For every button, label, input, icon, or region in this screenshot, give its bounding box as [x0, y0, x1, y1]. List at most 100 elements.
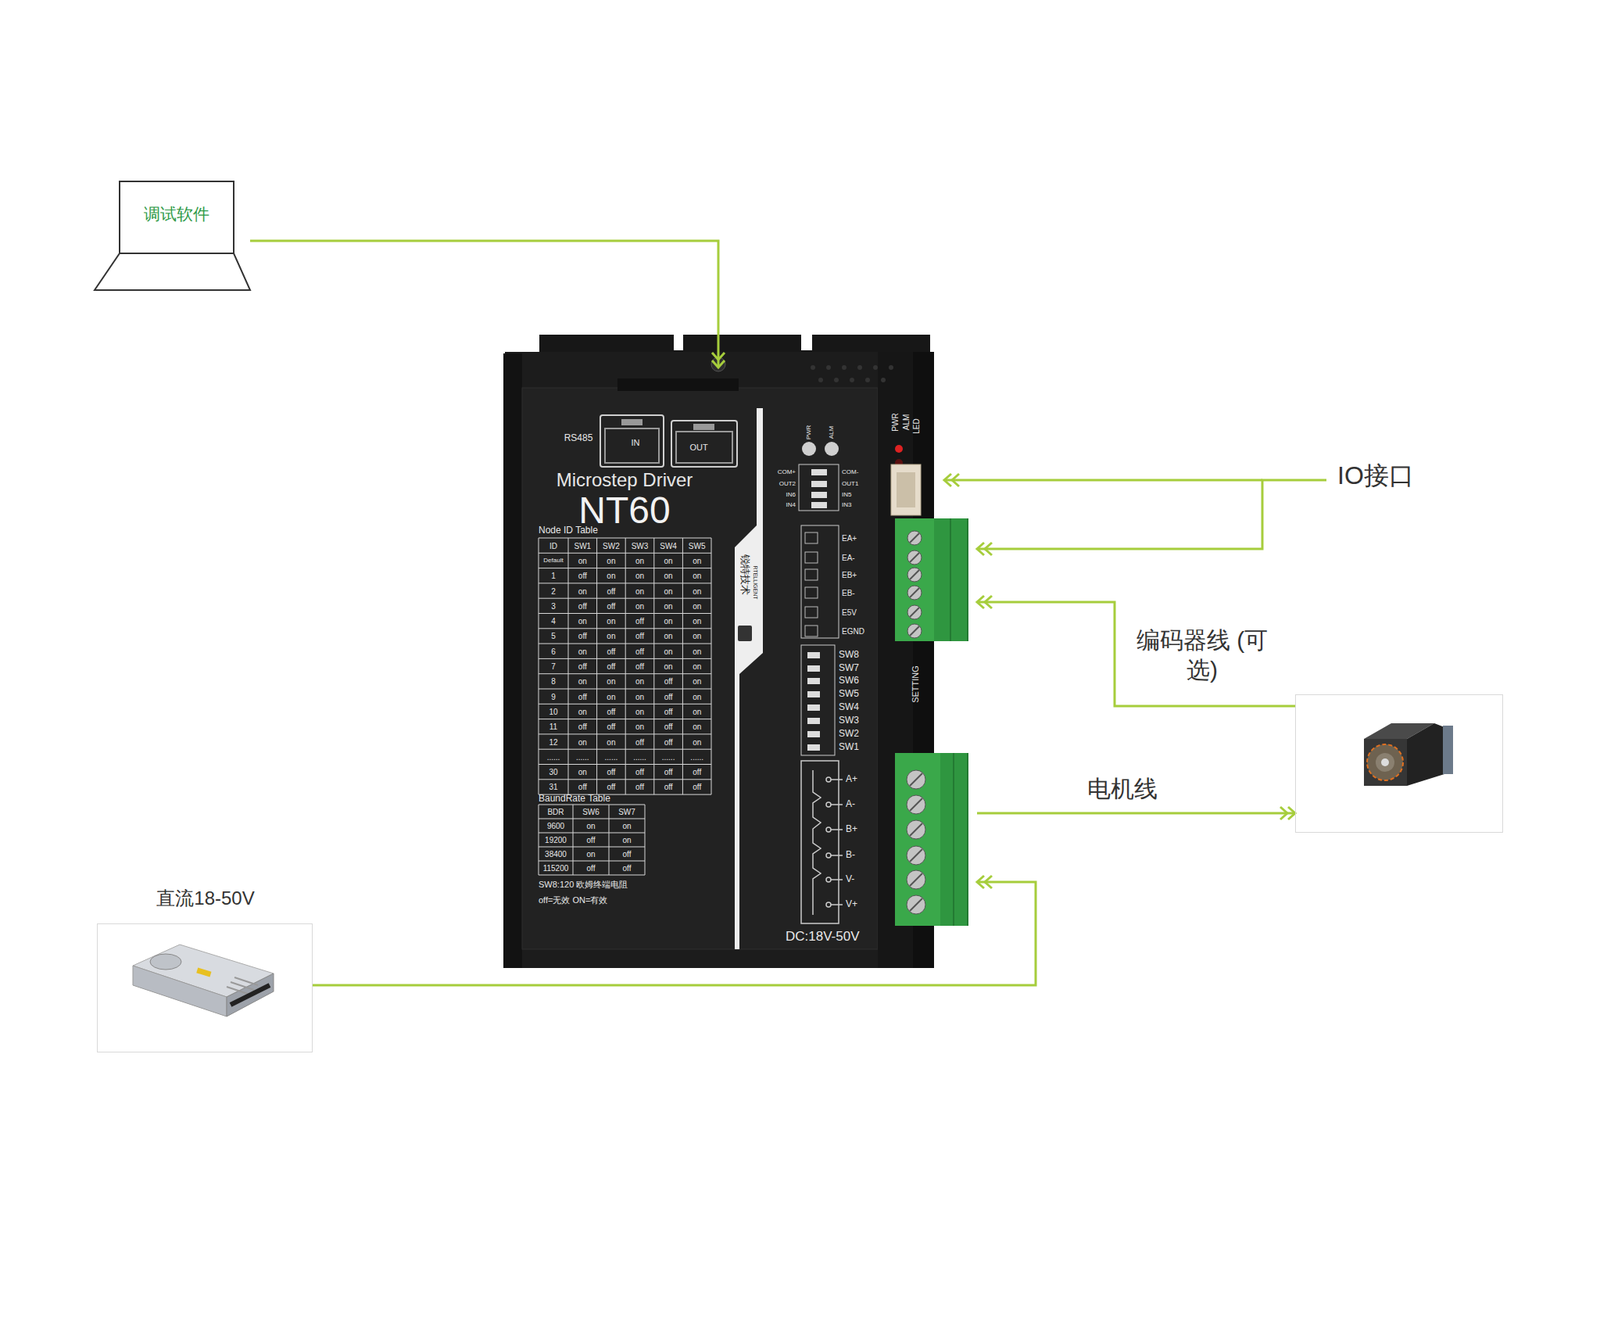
power-node: 直流18-50V: [96, 923, 313, 1053]
table-cell: BDR: [547, 807, 564, 817]
connector-line-part: [977, 479, 1327, 549]
led-label: PWR: [805, 425, 813, 441]
table-cell: ......: [662, 751, 676, 761]
power-supply-drawing-part: [150, 953, 182, 970]
io-label: IO接口: [1337, 461, 1452, 490]
connector-line: [977, 595, 1296, 706]
table-cell: SW2: [602, 540, 620, 550]
table-cell: on: [578, 737, 588, 746]
driver-body: [503, 334, 935, 968]
front-indicators: [801, 441, 903, 467]
motor-terminal-diagram-part: [826, 852, 831, 858]
table-cell: off: [635, 616, 645, 626]
table-cell: 8: [551, 676, 556, 686]
stepper-motor-drawing-part: [1442, 725, 1454, 774]
encoder-block-part: [805, 587, 818, 598]
pin-name: A+: [845, 773, 858, 784]
table-cell: on: [664, 631, 673, 641]
power-heading: 直流18-50V: [82, 887, 330, 909]
driver-body-part: [504, 351, 935, 968]
table-cell: 11: [549, 722, 558, 731]
setting-dip-part: [807, 744, 820, 751]
pin-name: B+: [845, 823, 858, 835]
driver-body-part: [834, 377, 839, 383]
io-dip-block-part: [811, 501, 827, 509]
table-cell: on: [692, 571, 702, 580]
driver-body-part: [818, 377, 824, 383]
motor-terminal-part: [953, 752, 968, 926]
pin-name: EB+: [841, 570, 857, 580]
connector-line-part: [312, 881, 1036, 985]
table-cell: off: [606, 767, 616, 777]
brand-logo: RTELLIGENT: [751, 565, 759, 599]
pin-name: COM-: [841, 468, 859, 477]
pin-name: E5V: [841, 608, 857, 617]
io-connector-part: [891, 464, 921, 516]
driver-node: Microstep DriverNT60: [503, 367, 978, 968]
driver-body-part: [841, 365, 847, 370]
power-supply-drawing-part: [230, 984, 270, 1005]
table-title: Node ID Table: [538, 525, 598, 536]
stepper-motor-drawing: [1363, 723, 1454, 786]
led-label: PWR: [891, 412, 900, 431]
table-cell: on: [692, 676, 702, 686]
encoder-terminal: [894, 518, 968, 641]
connector-line-part: [984, 875, 992, 888]
switch-name: SW2: [838, 728, 860, 739]
driver-body-part: [737, 625, 752, 641]
motor-terminal-diagram-part: [830, 779, 843, 905]
table-cell: off: [664, 737, 673, 746]
encoder-terminal-part: [909, 533, 920, 636]
pin-name: V-: [845, 873, 855, 885]
table-cell: on: [606, 631, 616, 641]
motor-terminal-part: [906, 769, 926, 914]
table-cell: off: [622, 849, 632, 859]
stepper-motor-drawing-part: [1381, 758, 1389, 766]
note-text: off=无效 ON=有效: [538, 894, 608, 905]
connector-line: [977, 806, 1296, 820]
table-cell: 7: [551, 662, 556, 671]
connector-line-part: [712, 352, 725, 360]
table-cell: on: [692, 555, 702, 565]
driver-body-part: [801, 334, 813, 351]
io-connector: [891, 464, 921, 516]
motor-terminal-diagram-part: [812, 769, 821, 915]
table-cell: off: [635, 737, 645, 746]
driver-body-part: [888, 365, 894, 370]
driver-body-part: [617, 378, 739, 391]
pin-name: EA-: [841, 553, 856, 562]
table-cell: on: [606, 676, 616, 686]
brand-logo: 锐特技术: [739, 554, 751, 595]
note-text: SW8:120 欧姆终端电阻: [538, 879, 628, 889]
encoder-block-part: [805, 606, 818, 618]
rs485-ports: [600, 415, 738, 467]
motor-terminal-diagram-part: [826, 902, 831, 907]
power-supply-drawing: [132, 944, 274, 1017]
connector-line-part: [250, 240, 719, 368]
table-cell: on: [692, 586, 702, 595]
switch-name: SW6: [838, 675, 860, 686]
motor-terminal-diagram-part: [826, 776, 831, 782]
laptop-node: 调试软件: [94, 181, 251, 291]
table-cell: on: [606, 737, 616, 746]
setting-dip-part: [801, 644, 835, 756]
rs485-ports-part: [600, 415, 664, 467]
table-cell: on: [578, 616, 588, 626]
connector-line-part: [977, 875, 985, 888]
table-cell: 19200: [544, 835, 567, 845]
connector-line-part: [977, 595, 985, 609]
connector-line-part: [712, 360, 725, 368]
table-cell: off: [692, 767, 702, 777]
table-cell: on: [692, 662, 702, 671]
power-supply-drawing-part: [132, 965, 227, 1017]
pin-name: B-: [845, 849, 856, 860]
front-indicators-part: [801, 441, 817, 456]
table-cell: off: [606, 706, 616, 716]
motor-terminal-diagram: [801, 760, 843, 924]
connector-line-part: [984, 595, 992, 609]
table-cell: on: [622, 835, 631, 845]
table-cell: off: [635, 767, 645, 777]
table-cell: off: [578, 571, 588, 580]
table-cell: off: [578, 691, 588, 701]
table-cell: on: [606, 616, 616, 626]
